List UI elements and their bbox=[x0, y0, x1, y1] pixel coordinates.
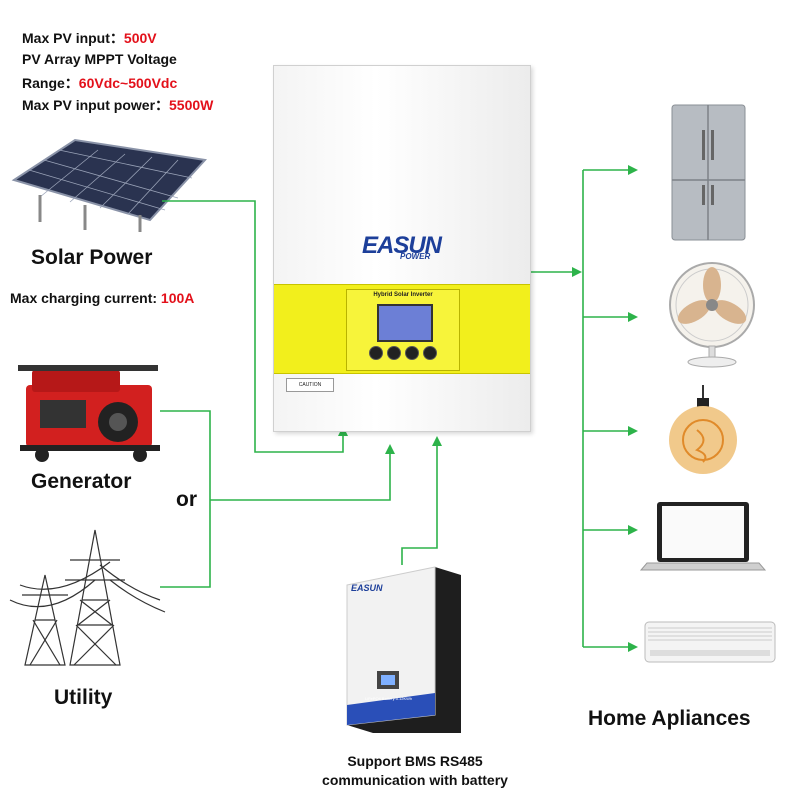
inverter-logo: EASUN bbox=[362, 232, 442, 259]
spec-max-pv-input: Max PV input：500V bbox=[22, 28, 157, 48]
inverter-panel-title: Hybrid Solar Inverter bbox=[373, 292, 433, 298]
generator-label: Generator bbox=[31, 470, 132, 493]
battery-caption-line1: Support BMS RS485 bbox=[347, 753, 483, 769]
hybrid-inverter: EASUN POWER Hybrid Solar Inverter CAUTIO… bbox=[273, 65, 531, 432]
spec-max-power: Max PV input power：5500W bbox=[22, 95, 213, 115]
control-panel: Hybrid Solar Inverter bbox=[346, 289, 460, 371]
inverter-logo-sub: POWER bbox=[400, 252, 431, 261]
spec-value: 500V bbox=[123, 30, 157, 46]
spec-label: Max PV input power： bbox=[22, 97, 170, 113]
solar-panel-icon bbox=[11, 138, 208, 232]
spec-value: 100A bbox=[160, 290, 195, 306]
panel-button-2 bbox=[387, 346, 401, 360]
laptop-icon bbox=[639, 502, 767, 571]
solar-power-label: Solar Power bbox=[31, 246, 153, 269]
light-bulb-icon bbox=[669, 385, 737, 474]
utility-label: Utility bbox=[54, 686, 113, 709]
lcd-display bbox=[377, 304, 433, 342]
panel-button-1 bbox=[369, 346, 383, 360]
generator-icon bbox=[18, 365, 160, 462]
panel-button-3 bbox=[405, 346, 419, 360]
spec-value: 5500W bbox=[169, 97, 214, 113]
caution-label: CAUTION bbox=[286, 378, 334, 392]
battery-caption-line2: communication with battery bbox=[322, 772, 508, 788]
battery-model: LiFePO4 Battery 5.12KWh bbox=[365, 696, 413, 701]
battery-unit: EASUN LiFePO4 Battery 5.12KWh bbox=[345, 565, 463, 735]
refrigerator-icon bbox=[671, 104, 746, 241]
spec-charging-current: Max charging current: 100A bbox=[10, 290, 194, 306]
spec-mppt: PV Array MPPT Voltage bbox=[22, 51, 177, 67]
battery-caption: Support BMS RS485 communication with bat… bbox=[300, 752, 530, 790]
battery-icon bbox=[346, 566, 461, 733]
spec-label: Max PV input： bbox=[22, 30, 124, 46]
air-conditioner-icon bbox=[644, 621, 776, 663]
spec-label: Max charging current: bbox=[10, 290, 161, 306]
spec-label: Range： bbox=[22, 75, 79, 91]
spec-range: Range：60Vdc~500Vdc bbox=[22, 73, 177, 93]
battery-logo: EASUN bbox=[351, 583, 383, 593]
or-label: or bbox=[176, 488, 197, 511]
utility-tower-icon bbox=[9, 529, 166, 666]
panel-button-4 bbox=[423, 346, 437, 360]
home-appliances-label: Home Apliances bbox=[588, 707, 751, 730]
spec-value: 60Vdc~500Vdc bbox=[78, 75, 178, 91]
fan-icon bbox=[669, 262, 755, 368]
inverter-front-panel: Hybrid Solar Inverter bbox=[274, 284, 530, 374]
